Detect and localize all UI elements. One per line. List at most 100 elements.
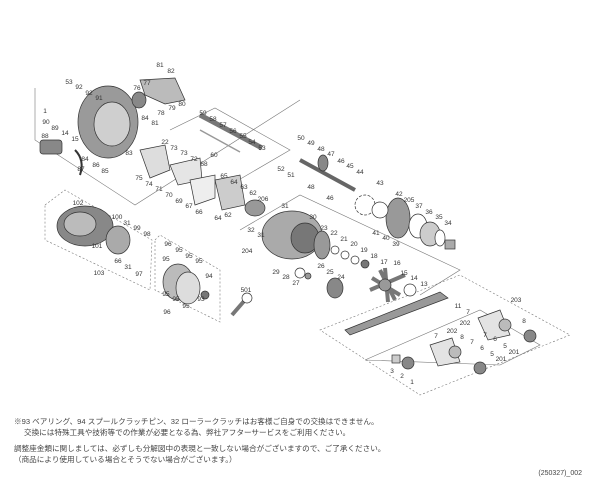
part-label-97: 97 [135, 271, 143, 278]
part-label-28: 28 [282, 274, 290, 281]
part-label-81: 81 [156, 62, 164, 69]
part-label-57: 57 [219, 122, 227, 129]
part-label-60: 60 [210, 152, 218, 159]
part-label-99: 99 [133, 225, 141, 232]
part-label-66: 66 [114, 258, 122, 265]
part-label-96: 96 [163, 309, 171, 316]
part-label-67: 67 [185, 203, 193, 210]
part-label-49: 49 [307, 140, 315, 147]
part-label-37: 37 [415, 203, 423, 210]
part-label-53: 53 [65, 79, 73, 86]
part-label-34: 34 [444, 220, 452, 227]
part-label-95: 95 [195, 258, 203, 265]
part-label-1: 1 [43, 108, 47, 115]
part-label-14: 14 [410, 275, 418, 282]
part-label-2: 2 [400, 373, 404, 380]
part-label-76: 76 [133, 85, 141, 92]
housing-group-outline [34, 88, 301, 206]
part-label-46: 46 [326, 195, 334, 202]
document-code: (250327)_002 [538, 470, 582, 477]
part-label-91: 91 [95, 95, 103, 102]
part-label-202: 202 [460, 320, 471, 327]
part-label-78: 78 [157, 110, 165, 117]
part-label-22: 22 [161, 139, 169, 146]
part-label-92: 92 [75, 84, 83, 91]
part-label-54: 54 [248, 139, 256, 146]
part-label-88: 88 [41, 133, 49, 140]
parts [39, 77, 537, 375]
part-label-31: 31 [123, 220, 131, 227]
part-label-80: 80 [178, 101, 186, 108]
part-label-30: 30 [309, 214, 317, 221]
part-label-86: 86 [92, 162, 100, 169]
part-label-66: 66 [195, 209, 203, 216]
part-label-101: 101 [92, 243, 103, 250]
clutch-plate [139, 77, 186, 105]
part-label-206: 206 [258, 196, 269, 203]
part-label-40: 40 [382, 235, 390, 242]
part-label-89: 89 [51, 125, 59, 132]
part-label-11: 11 [455, 303, 462, 310]
part-label-201: 201 [509, 349, 520, 356]
part-label-102: 102 [73, 200, 84, 207]
part-label-202: 202 [447, 328, 458, 335]
note-line-2: 交換には特殊工具や技術等での作業が必要となる為、弊社アフターサービスをご利用くだ… [24, 428, 351, 437]
part-label-7: 7 [483, 332, 487, 339]
part-label-73: 73 [170, 145, 178, 152]
part-label-15: 15 [71, 136, 79, 143]
part-label-58: 58 [209, 116, 217, 123]
part-label-19: 19 [360, 247, 368, 254]
handle-arm [344, 291, 449, 336]
knob-group-outline [364, 309, 541, 366]
spool-group-outline [154, 234, 221, 323]
part-label-501: 501 [241, 287, 252, 294]
part-label-43: 43 [376, 180, 384, 187]
part-label-14: 14 [61, 130, 69, 137]
pinion [244, 199, 266, 217]
part-label-26: 26 [317, 263, 325, 270]
part-label-52: 52 [277, 166, 285, 173]
part-label-84: 84 [141, 115, 149, 122]
part-label-93: 93 [197, 296, 205, 303]
part-label-31: 31 [281, 203, 289, 210]
part-label-6: 6 [480, 345, 484, 352]
frame-group-outline [239, 194, 461, 296]
part-label-42: 42 [395, 191, 403, 198]
note-line-4: （商品により使用している場合とそうでない場合がございます。） [14, 455, 237, 464]
part-label-205: 205 [404, 197, 415, 204]
part-label-95: 95 [162, 256, 170, 263]
part-label-68: 68 [200, 161, 208, 168]
drive-shaft [299, 158, 356, 192]
part-label-41: 41 [372, 230, 380, 237]
part-label-87: 87 [77, 166, 85, 173]
spool-cover-group-outline [44, 189, 153, 291]
plate-68 [189, 174, 216, 206]
part-label-3: 3 [390, 368, 394, 375]
part-label-47: 47 [327, 151, 335, 158]
part-label-81: 81 [151, 120, 159, 127]
part-label-8: 8 [460, 334, 464, 341]
part-label-31: 31 [124, 264, 132, 271]
part-label-31: 31 [257, 232, 265, 239]
brake-100 [105, 225, 131, 255]
part-label-62: 62 [249, 190, 257, 197]
part-label-8: 8 [522, 318, 526, 325]
part-label-71: 71 [155, 186, 163, 193]
part-label-51: 51 [287, 172, 295, 179]
part-label-100: 100 [112, 214, 123, 221]
part-label-203: 203 [511, 297, 522, 304]
part-label-21: 21 [340, 236, 348, 243]
part-label-103: 103 [94, 270, 105, 277]
part-label-98: 98 [143, 231, 151, 238]
part-label-7: 7 [466, 309, 470, 316]
pinion-47 [317, 154, 329, 172]
part-label-95: 95 [162, 291, 170, 298]
part-label-73: 73 [180, 150, 188, 157]
notes: ※93 ベアリング、94 スプールクラッチピン、32 ローラークラッチはお客様ご… [14, 416, 385, 465]
part-label-59: 59 [199, 110, 207, 117]
part-label-45: 45 [346, 163, 354, 170]
part-label-39: 39 [392, 241, 400, 248]
part-label-79: 79 [168, 105, 176, 112]
part-label-95: 95 [182, 303, 190, 310]
part-label-20: 20 [350, 241, 358, 248]
